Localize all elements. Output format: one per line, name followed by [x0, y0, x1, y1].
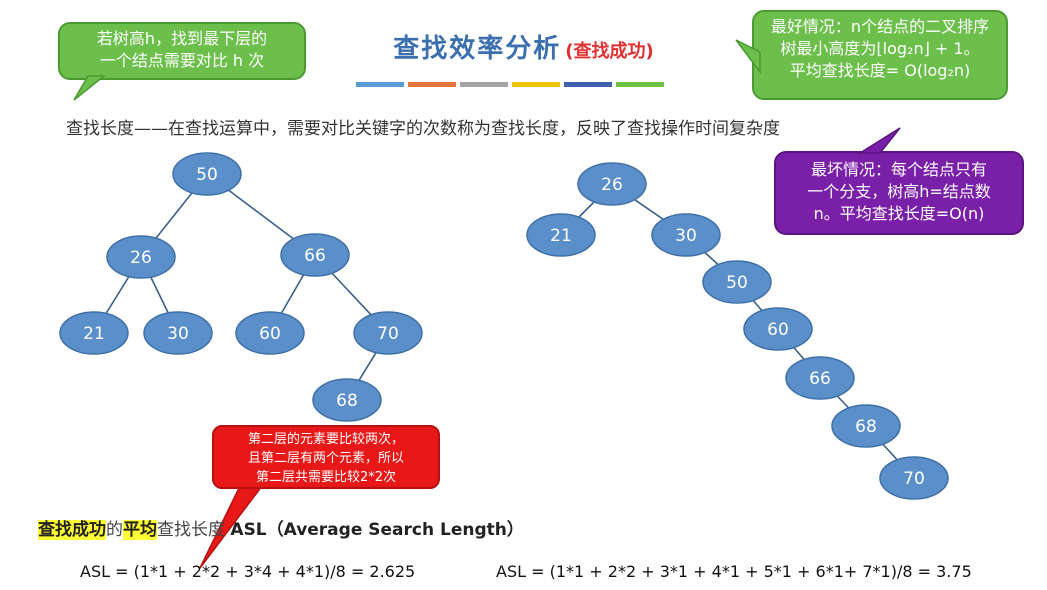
tree-node-shape	[172, 152, 242, 196]
tree-node: 66	[280, 233, 350, 277]
page-title-suffix: (查找成功)	[565, 41, 654, 62]
tree-node: 66	[785, 356, 855, 400]
title-area: 查找效率分析(查找成功)	[0, 28, 1047, 65]
callout-tail-height	[73, 75, 107, 101]
callout-line: 最好情况：n个结点的二叉排序	[770, 17, 990, 36]
tree-node-label: 70	[377, 324, 399, 344]
tree-node: 70	[353, 311, 423, 355]
callout-pointers	[73, 39, 901, 569]
tree-node: 26	[106, 235, 176, 279]
tree-node: 60	[743, 307, 813, 351]
callout-line: 第二层的元素要比较两次，	[247, 432, 404, 447]
tree-node: 60	[235, 311, 305, 355]
asl-heading: 查找成功的平均查找长度 ASL（Average Search Length）	[38, 515, 524, 540]
tree-node: 70	[879, 456, 949, 500]
tree-node-shape	[651, 213, 721, 257]
tree-node-shape	[879, 456, 949, 500]
page-title: 查找效率分析	[393, 34, 562, 64]
callout-line: 平均查找长度= O(log₂n)	[789, 61, 971, 80]
color-divider	[356, 82, 664, 87]
callout-line: 最坏情况：每个结点只有	[810, 160, 987, 179]
color-divider-segment	[564, 82, 612, 87]
asl-formula-balanced: ASL = (1*1 + 2*2 + 3*4 + 4*1)/8 = 2.625	[80, 562, 416, 581]
tree-node-label: 66	[304, 246, 326, 266]
tree-node-label: 68	[855, 417, 877, 437]
callout-tree-height: 若树高h，找到最下层的 一个结点需要对比 h 次	[58, 22, 306, 80]
tree-node-label: 30	[167, 324, 189, 344]
tree-node-label: 60	[259, 324, 281, 344]
color-divider-segment	[460, 82, 508, 87]
asl-heading-success: 查找成功	[38, 520, 106, 540]
callout-line: 第二层共需要比较2*2次	[255, 470, 397, 485]
tree-node: 21	[526, 213, 596, 257]
tree-node-shape	[106, 235, 176, 279]
tree-node-shape	[785, 356, 855, 400]
tree-nodes: 50 26 66 21 30 60 70 68 26 21 30 50 60 66 68 70	[59, 152, 949, 500]
callout-tail-best	[735, 39, 761, 75]
tree-node: 26	[577, 162, 647, 206]
tree-node: 50	[172, 152, 242, 196]
tree-node-label: 66	[809, 369, 831, 389]
asl-heading-de: 的	[106, 520, 123, 540]
color-divider-segment	[616, 82, 664, 87]
tree-node-shape	[143, 311, 213, 355]
tree-node-label: 50	[726, 273, 748, 293]
asl-heading-abbr: ASL（Average Search Length）	[230, 520, 524, 540]
tree-node-label: 21	[83, 324, 105, 344]
callout-line: 树最小高度为⌊log₂n⌋ + 1。	[780, 39, 980, 58]
tree-node-label: 60	[767, 320, 789, 340]
tree-node-shape	[526, 213, 596, 257]
tree-node: 30	[651, 213, 721, 257]
tree-node-label: 68	[336, 391, 358, 411]
tree-node-shape	[312, 378, 382, 422]
callout-level-two: 第二层的元素要比较两次， 且第二层有两个元素，所以 第二层共需要比较2*2次	[212, 425, 440, 489]
tree-node-label: 26	[601, 175, 623, 195]
tree-node-shape	[280, 233, 350, 277]
callout-worst-case: 最坏情况：每个结点只有 一个分支，树高h=结点数 n。平均查找长度=O(n)	[774, 151, 1024, 235]
tree-node: 21	[59, 311, 129, 355]
tree-node-label: 21	[550, 226, 572, 246]
tree-node: 50	[702, 260, 772, 304]
color-divider-segment	[356, 82, 404, 87]
asl-formula-chain: ASL = (1*1 + 2*2 + 3*1 + 4*1 + 5*1 + 6*1…	[496, 562, 972, 581]
callout-line: 若树高h，找到最下层的	[96, 29, 268, 48]
tree-node-label: 26	[130, 248, 152, 268]
tree-node-label: 30	[675, 226, 697, 246]
tree-node-shape	[577, 162, 647, 206]
callout-tail-worst	[857, 127, 901, 154]
callout-line: n。平均查找长度=O(n)	[813, 204, 985, 223]
tree-node-shape	[59, 311, 129, 355]
asl-heading-length: 查找长度	[157, 520, 231, 540]
tree-node-shape	[702, 260, 772, 304]
tree-node-shape	[235, 311, 305, 355]
tree-node-shape	[831, 404, 901, 448]
tree-node-shape	[743, 307, 813, 351]
tree-node: 68	[831, 404, 901, 448]
tree-node-shape	[353, 311, 423, 355]
tree-node-label: 70	[903, 469, 925, 489]
tree-node: 30	[143, 311, 213, 355]
asl-heading-average: 平均	[123, 520, 157, 540]
callout-line: 且第二层有两个元素，所以	[247, 451, 404, 466]
callout-line: 一个分支，树高h=结点数	[807, 182, 991, 201]
tree-node: 68	[312, 378, 382, 422]
color-divider-segment	[512, 82, 560, 87]
color-divider-segment	[408, 82, 456, 87]
callout-best-case: 最好情况：n个结点的二叉排序 树最小高度为⌊log₂n⌋ + 1。 平均查找长度…	[752, 10, 1008, 100]
callout-line: 一个结点需要对比 h 次	[99, 51, 265, 70]
tree-node-label: 50	[196, 165, 218, 185]
definition-text: 查找长度——在查找运算中，需要对比关键字的次数称为查找长度，反映了查找操作时间复…	[66, 119, 780, 139]
